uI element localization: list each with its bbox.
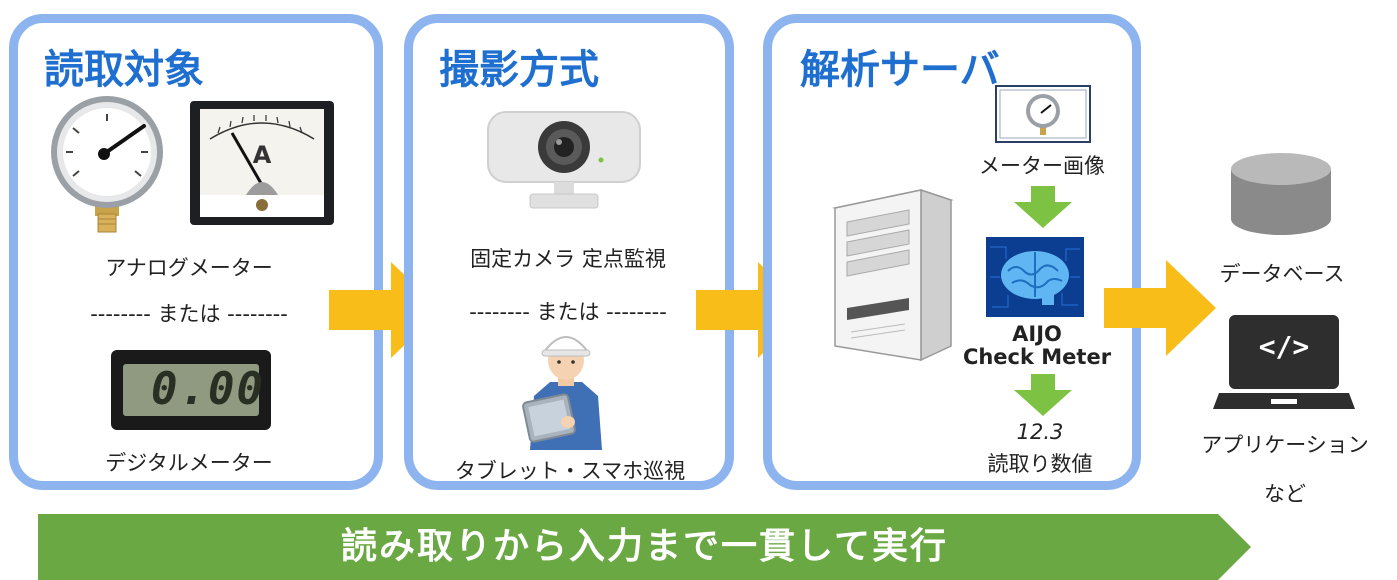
banner-text: 読み取りから入力まで一貫して実行: [341, 526, 948, 567]
laptop-code-icon: [1213, 315, 1355, 409]
analog-meter-label: アナログメーター: [105, 256, 273, 280]
database-label: データベース: [1219, 262, 1345, 286]
etc-label: など: [1264, 482, 1306, 506]
reading-target-separator: -------- または --------: [90, 302, 288, 326]
analysis-server-title: 解析サーバ: [800, 47, 1000, 93]
arrow-down-icon: [1014, 186, 1072, 228]
fixed-camera-label: 固定カメラ 定点監視: [470, 247, 666, 271]
meter-image-thumbnail-icon: [995, 85, 1091, 143]
ai-product-name-line1: AIJO: [1012, 322, 1062, 346]
reading-target-title: 読取対象: [44, 47, 204, 93]
code-glyph: </>: [1258, 330, 1310, 363]
webcam-icon: [487, 111, 641, 209]
application-label: アプリケーション: [1201, 433, 1369, 457]
digital-meter-readout: 0.00: [151, 364, 265, 415]
process-banner: 読み取りから入力まで一貫して実行: [38, 514, 1251, 580]
database-icon: [1231, 153, 1331, 235]
meter-image-label: メーター画像: [979, 154, 1105, 178]
worker-with-tablet-icon: [522, 336, 602, 450]
ai-product-name-line2: Check Meter: [962, 345, 1112, 369]
tablet-patrol-label: タブレット・スマホ巡視: [454, 459, 686, 483]
digital-meter-label: デジタルメーター: [105, 451, 273, 475]
server-tower-icon: [832, 188, 954, 362]
read-value-label: 読取り数値: [987, 452, 1093, 476]
analog-gauge-icon: [51, 96, 163, 233]
svg-text:A: A: [253, 141, 272, 169]
arrow-right-icon: [1104, 260, 1216, 356]
ammeter-icon: A: [190, 101, 334, 225]
capture-method-separator: -------- または --------: [469, 300, 667, 324]
arrow-down-icon: [1014, 374, 1072, 416]
capture-method-title: 撮影方式: [439, 47, 599, 93]
read-value: 12.3: [1016, 420, 1064, 444]
digital-meter-icon: 0.00: [111, 350, 271, 430]
ai-brain-icon: [986, 237, 1084, 317]
